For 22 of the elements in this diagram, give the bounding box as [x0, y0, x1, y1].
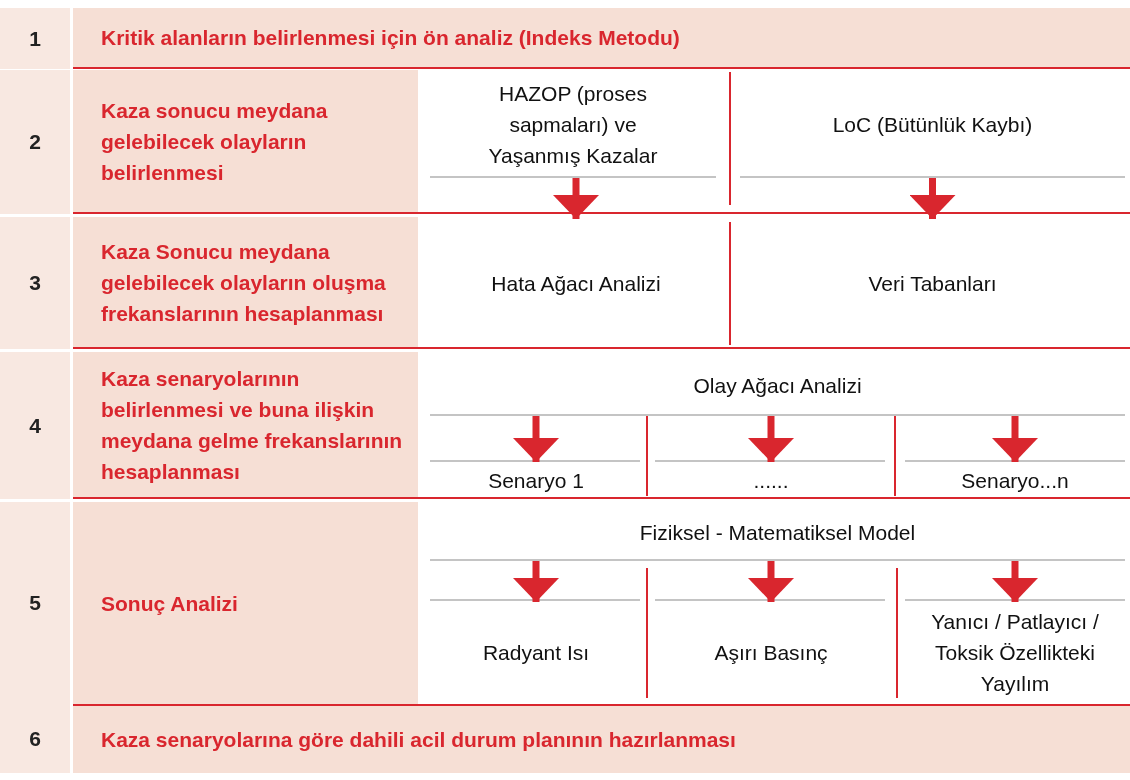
- step-text: Fiziksel - Matematiksel Model: [430, 506, 1125, 561]
- step-text: Hata Ağacı Analizi: [430, 219, 722, 347]
- row-number: 2: [0, 70, 70, 214]
- row-number: 3: [0, 217, 70, 349]
- row-number: 5: [0, 502, 70, 704]
- step-text: HAZOP (proses sapmaları) ve Yaşanmış Kazalar: [430, 72, 716, 178]
- step-text: Radyant Isı: [430, 602, 642, 702]
- row-number: 4: [0, 352, 70, 499]
- step-text: LoC (Bütünlük Kaybı): [740, 72, 1125, 178]
- row-number: 1: [0, 8, 70, 69]
- step-text: Senaryo...n: [905, 462, 1125, 498]
- step-title: Kritik alanların belirlenmesi için ön analiz (Indeks Metodu): [73, 8, 1130, 69]
- step-text: Olay Ağacı Analizi: [430, 356, 1125, 416]
- step-title: Kaza senaryolarına göre dahili acil durum planının hazırlanması: [73, 704, 1130, 773]
- row-number: 6: [0, 704, 70, 773]
- step-text: Yanıcı / Patlayıcı / Toksik Özellikteki Yayılım: [905, 602, 1125, 702]
- step-text: Veri Tabanları: [740, 219, 1125, 347]
- step-text: Senaryo 1: [430, 462, 642, 498]
- step-text: ......: [655, 462, 887, 498]
- arrow: [909, 178, 956, 219]
- step-text: Aşırı Basınç: [655, 602, 887, 702]
- arrow: [553, 178, 599, 219]
